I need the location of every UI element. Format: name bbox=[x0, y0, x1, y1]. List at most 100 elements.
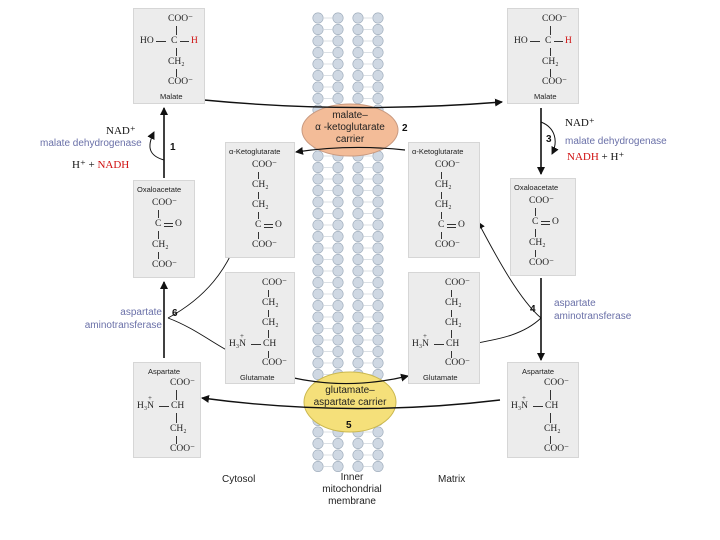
lipid-head bbox=[332, 299, 344, 311]
ch2-group: CH₂ bbox=[262, 298, 279, 308]
lipid-head bbox=[312, 288, 324, 300]
nad-left: NAD⁺ bbox=[106, 125, 136, 137]
carbon: C bbox=[255, 220, 262, 230]
lipid-head bbox=[312, 35, 324, 47]
glutamate-cytosol-panel: COO⁻ CH₂ CH₂ + H₃N CH COO⁻ Glutamate bbox=[225, 272, 295, 384]
lipid-head bbox=[332, 81, 344, 93]
carbon: C bbox=[532, 217, 539, 227]
h3n-group: H₃N bbox=[412, 339, 430, 349]
lipid-head bbox=[332, 231, 344, 243]
lipid-head bbox=[352, 208, 364, 220]
lipid-head bbox=[372, 357, 384, 369]
lipid-head bbox=[352, 437, 364, 449]
lipid-head bbox=[312, 46, 324, 58]
lipid-head bbox=[352, 185, 364, 197]
h3n-group: H₃N bbox=[229, 339, 247, 349]
lipid-head bbox=[372, 173, 384, 185]
ch2-group: CH₂ bbox=[252, 180, 269, 190]
nadh-h-plus-right: NADH + H⁺ bbox=[567, 150, 624, 163]
lipid-head bbox=[352, 12, 364, 24]
lipid-head bbox=[372, 81, 384, 93]
lipid-head bbox=[312, 231, 324, 243]
lipid-head bbox=[312, 254, 324, 266]
coo-group: COO⁻ bbox=[529, 196, 555, 206]
ho-group: HO bbox=[514, 36, 528, 46]
h-plus: H⁺ bbox=[610, 151, 625, 163]
lipid-head bbox=[352, 254, 364, 266]
lipid-head bbox=[352, 173, 364, 185]
lipid-head bbox=[372, 254, 384, 266]
lipid-head bbox=[332, 460, 344, 472]
coo-group: COO⁻ bbox=[262, 358, 288, 368]
lipid-head bbox=[312, 208, 324, 220]
nadh: NADH bbox=[97, 159, 130, 171]
carrier-line: malate– bbox=[332, 110, 368, 121]
enzyme-mdh-right: malate dehydrogenase bbox=[565, 136, 667, 147]
lipid-head bbox=[332, 46, 344, 58]
coo-group: COO⁻ bbox=[542, 77, 568, 87]
lipid-head bbox=[332, 208, 344, 220]
plus-charge: + bbox=[522, 394, 526, 402]
enzyme-asat-left: aspartate aminotransferase bbox=[82, 306, 162, 332]
lipid-head bbox=[352, 460, 364, 472]
oxygen: O bbox=[275, 220, 282, 230]
carrier-line: glutamate– bbox=[325, 385, 375, 396]
oxaloacetate-cytosol-panel: Oxaloacetate COO⁻ C O CH₂ COO⁻ bbox=[133, 180, 195, 278]
lipid-head bbox=[312, 311, 324, 323]
caption-cytosol: Cytosol bbox=[222, 474, 256, 485]
coo-group: COO⁻ bbox=[168, 14, 194, 24]
lipid-head bbox=[332, 93, 344, 105]
molecule-name: Glutamate bbox=[240, 373, 275, 382]
arrow-glutamate-transport bbox=[293, 373, 409, 385]
lipid-head bbox=[372, 185, 384, 197]
step-number: 6 bbox=[172, 308, 178, 319]
lipid-head bbox=[352, 242, 364, 254]
caption-membrane: Inner mitochondrial membrane bbox=[306, 472, 398, 508]
lipid-head bbox=[352, 311, 364, 323]
plus-charge: + bbox=[148, 394, 152, 402]
glutamate-aspartate-carrier bbox=[303, 371, 397, 433]
ch-group: CH bbox=[263, 339, 277, 349]
oxaloacetate-matrix-panel: Oxaloacetate COO⁻ C O CH₂ COO⁻ bbox=[510, 178, 576, 276]
h-plus-nadh-left: H⁺ + NADH bbox=[72, 158, 129, 171]
lipid-head bbox=[332, 185, 344, 197]
lipid-head bbox=[372, 231, 384, 243]
carrier-line: carrier bbox=[335, 134, 365, 145]
step-number: 4 bbox=[530, 304, 536, 315]
lipid-head bbox=[312, 150, 324, 162]
caption-line: mitochondrial bbox=[322, 484, 382, 495]
coo-group: COO⁻ bbox=[170, 444, 196, 454]
molecule-name: Glutamate bbox=[423, 373, 458, 382]
plus-charge: + bbox=[423, 332, 427, 340]
ch2-group: CH₂ bbox=[542, 57, 559, 67]
plus-charge: + bbox=[240, 332, 244, 340]
aspartate-cytosol-panel: Aspartate COO⁻ + H₃N CH CH₂ COO⁻ bbox=[133, 362, 201, 458]
lipid-head bbox=[372, 299, 384, 311]
lipid-head bbox=[312, 196, 324, 208]
lipid-head bbox=[372, 449, 384, 461]
molecule-name: Aspartate bbox=[148, 367, 181, 376]
coo-group: COO⁻ bbox=[152, 198, 178, 208]
lipid-head bbox=[352, 219, 364, 231]
lipid-head bbox=[312, 93, 324, 105]
lipid-head bbox=[372, 35, 384, 47]
coo-group: COO⁻ bbox=[529, 258, 555, 268]
curve-right-ketoglutarate bbox=[477, 221, 542, 319]
lipid-head bbox=[312, 219, 324, 231]
carrier-line: α -ketoglutarate bbox=[315, 122, 385, 133]
arrow-ketoglutarate-transport bbox=[295, 146, 406, 155]
step-number: 5 bbox=[346, 420, 352, 431]
lipid-head bbox=[332, 322, 344, 334]
ch2-group: CH₂ bbox=[252, 200, 269, 210]
lipid-head bbox=[372, 460, 384, 472]
lipid-head bbox=[372, 276, 384, 288]
lipid-head bbox=[332, 162, 344, 174]
caption-line: Inner bbox=[340, 472, 364, 483]
ch2-group: CH₂ bbox=[435, 180, 452, 190]
lipid-head bbox=[312, 368, 324, 380]
coo-group: COO⁻ bbox=[445, 358, 471, 368]
carrier-line: aspartate carrier bbox=[313, 397, 387, 408]
arrow-malate-transport bbox=[203, 98, 503, 109]
nad-right: NAD⁺ bbox=[565, 117, 595, 129]
